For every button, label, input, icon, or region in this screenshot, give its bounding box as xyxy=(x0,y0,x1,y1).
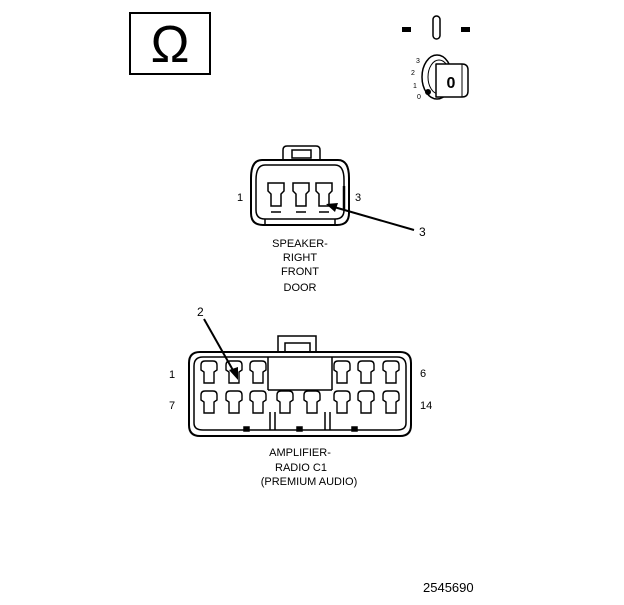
ignition-off-icon: 3 2 1 0 0 xyxy=(402,15,470,101)
terminal-cavity-1 xyxy=(200,360,218,384)
speaker-connector xyxy=(250,145,350,226)
amp-caption-line-2: RADIO C1 xyxy=(275,462,327,474)
terminal-cavity-9 xyxy=(249,390,267,414)
callout-2-label: 2 xyxy=(197,305,204,319)
ignition-position-3: 3 xyxy=(416,58,420,65)
terminal-cavity-12 xyxy=(333,390,351,414)
amplifier-cavities xyxy=(200,360,400,414)
speaker-caption-line-3: FRONT xyxy=(281,266,319,278)
figure-number: 2545690 xyxy=(423,580,474,595)
speaker-pin-1-label: 1 xyxy=(237,192,243,204)
terminal-cavity-14 xyxy=(382,390,400,414)
amp-pin-7-label: 7 xyxy=(169,400,175,412)
amp-pin-14-label: 14 xyxy=(420,400,432,412)
ignition-position-2: 2 xyxy=(411,70,415,77)
amplifier-caption: AMPLIFIER- RADIO C1 (PREMIUM AUDIO) xyxy=(261,447,358,488)
speaker-pin-3-label: 3 xyxy=(355,192,361,204)
ohmmeter-icon: Ω xyxy=(129,12,211,75)
terminal-cavity-3 xyxy=(249,360,267,384)
callout-3-leader xyxy=(326,203,415,231)
amp-caption-line-3: (PREMIUM AUDIO) xyxy=(261,476,358,488)
terminal-cavity-6 xyxy=(382,360,400,384)
callout-3-label: 3 xyxy=(419,225,426,239)
ohm-symbol: Ω xyxy=(151,16,190,74)
terminal-cavity-11 xyxy=(303,390,321,414)
amp-pin-6-label: 6 xyxy=(420,368,426,380)
speaker-caption-line-4: DOOR xyxy=(284,282,317,294)
ignition-position-0: 0 xyxy=(417,94,421,101)
ignition-position-1: 1 xyxy=(413,83,417,90)
speaker-caption-line-2: RIGHT xyxy=(283,252,318,264)
amp-caption-line-1: AMPLIFIER- xyxy=(269,447,331,459)
terminal-cavity-2 xyxy=(225,360,243,384)
speaker-caption-line-1: SPEAKER- xyxy=(272,238,328,250)
terminal-cavity-7 xyxy=(200,390,218,414)
terminal-cavity-13 xyxy=(357,390,375,414)
terminal-cavity-4 xyxy=(333,360,351,384)
key-label: 0 xyxy=(447,75,456,92)
terminal-cavity-10 xyxy=(276,390,294,414)
amp-pin-1-label: 1 xyxy=(169,369,175,381)
terminal-cavity-5 xyxy=(357,360,375,384)
terminal-cavity-8 xyxy=(225,390,243,414)
speaker-caption: SPEAKER- RIGHT FRONT DOOR xyxy=(272,238,328,294)
amplifier-connector xyxy=(188,335,412,437)
callout-2-leader xyxy=(203,318,238,380)
